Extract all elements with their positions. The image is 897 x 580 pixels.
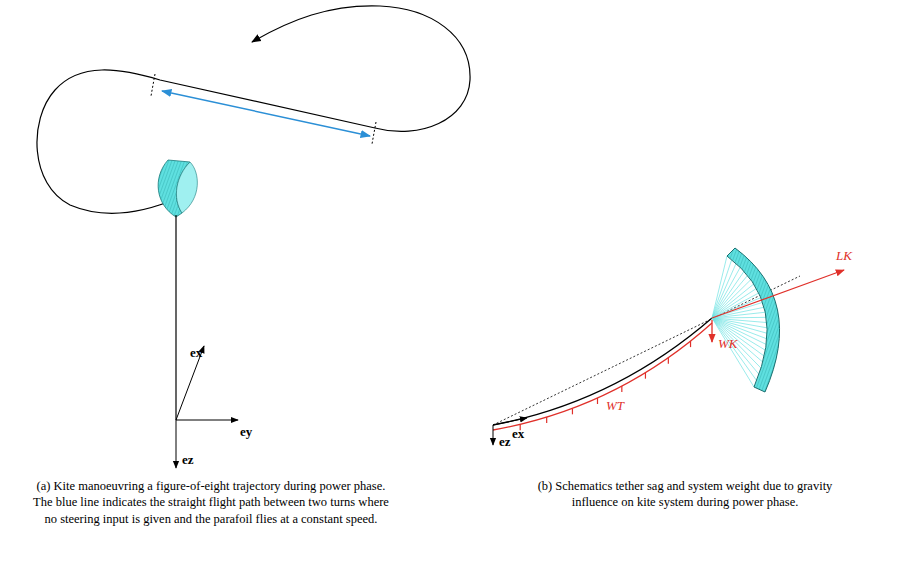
axis-z bbox=[493, 425, 494, 445]
tether-weight-line bbox=[493, 323, 712, 430]
axis-x bbox=[493, 418, 527, 425]
force-label: WT bbox=[606, 398, 624, 414]
weight-tick bbox=[645, 373, 646, 379]
weight-ticks bbox=[520, 341, 690, 430]
caption: (b) Schematics tether sag and system wei… bbox=[520, 478, 850, 511]
straight-path-arrow bbox=[162, 91, 370, 136]
bridle-line bbox=[712, 318, 761, 368]
bridle-line bbox=[712, 284, 754, 318]
sagging-tether bbox=[493, 318, 712, 425]
axis-label: ey bbox=[240, 424, 252, 440]
weight-tick bbox=[546, 417, 547, 423]
weight-tick bbox=[572, 408, 573, 414]
bridle-line bbox=[712, 318, 759, 374]
force-label: LK bbox=[836, 248, 852, 264]
trajectory-curve bbox=[37, 6, 470, 214]
weight-tick bbox=[621, 386, 622, 392]
kite-weight-arrow bbox=[711, 320, 712, 342]
segment-tick bbox=[372, 122, 376, 144]
straight-reference-line bbox=[493, 276, 800, 425]
segment-tick bbox=[151, 74, 155, 96]
bridle-line bbox=[712, 318, 767, 339]
axis-y bbox=[176, 420, 238, 421]
caption: (a) Kite manoeuvring a figure-of-eight t… bbox=[28, 478, 394, 527]
force-label: WK bbox=[718, 336, 738, 352]
bridle-line bbox=[712, 317, 766, 319]
weight-tick bbox=[597, 398, 598, 404]
lift-force-arrow bbox=[712, 270, 844, 318]
weight-tick bbox=[668, 358, 669, 364]
weight-tick bbox=[690, 341, 691, 347]
axis-label: ex bbox=[512, 426, 524, 442]
parafoil-canopy bbox=[727, 248, 780, 392]
axis-x bbox=[176, 346, 204, 420]
parafoil-underside bbox=[176, 162, 197, 213]
axis-label: ez bbox=[182, 452, 194, 468]
bridle-line bbox=[712, 318, 763, 362]
bridle-line bbox=[712, 318, 757, 381]
axis-label: ez bbox=[499, 434, 511, 450]
bridle-line bbox=[712, 318, 754, 387]
axis-label: ex bbox=[190, 345, 202, 361]
axis-z bbox=[176, 420, 177, 468]
bridle-line bbox=[712, 318, 764, 356]
tether bbox=[175, 215, 176, 420]
